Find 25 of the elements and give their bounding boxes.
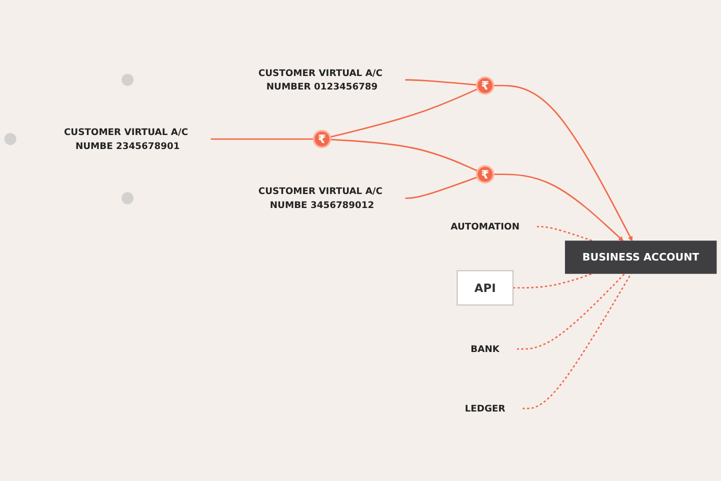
node-text: AUTOMATION (450, 220, 520, 232)
connector (330, 138, 478, 172)
node-text: CUSTOMER VIRTUAL A/C NUMBE 3456789012 (258, 185, 382, 210)
node-person (122, 192, 134, 204)
connector (210, 138, 314, 140)
connector (404, 176, 478, 199)
node-box: API (456, 270, 514, 306)
node-circle: ₹ (312, 130, 332, 148)
connector (330, 88, 478, 138)
node-circle: ₹ (476, 164, 494, 184)
connector (536, 226, 594, 242)
node-box: BUSINESS ACCOUNT (564, 240, 717, 274)
arrow (493, 84, 633, 241)
node-text: BANK (470, 343, 500, 354)
node-circle: ₹ (476, 76, 494, 94)
connector (513, 272, 594, 288)
connector (404, 78, 477, 86)
node-text: CUSTOMER VIRTUAL A/C NUMBE 2345678901 (64, 126, 188, 151)
node-text: CUSTOMER VIRTUAL A/C NUMBER 0123456789 (258, 67, 382, 92)
connector (522, 272, 632, 409)
node-person (4, 132, 16, 145)
node-person (122, 74, 134, 86)
node-text: LEDGER (464, 402, 506, 414)
arrow (493, 173, 624, 241)
connector (516, 272, 626, 350)
